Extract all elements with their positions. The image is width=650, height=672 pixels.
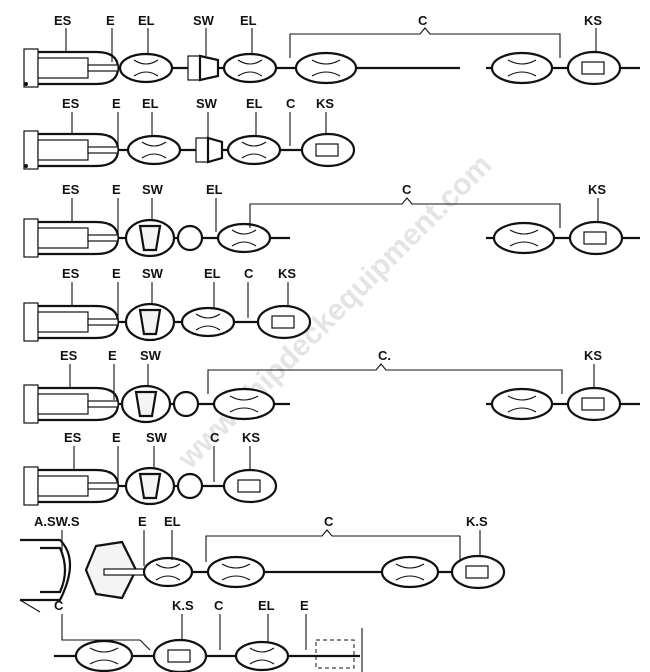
label-e: E: [112, 430, 121, 445]
label-ks: KS: [584, 348, 602, 363]
label-es: ES: [62, 96, 80, 111]
anchor-swivel-shackle: [19, 538, 138, 613]
end-shackle: [23, 384, 120, 424]
enlarged-link: [180, 306, 236, 338]
label-es: ES: [60, 348, 78, 363]
enlarged-link: [142, 556, 194, 588]
label-c: C: [54, 598, 64, 613]
label-c: C: [286, 96, 296, 111]
label-ks: KS: [584, 13, 602, 28]
label-sw: SW: [146, 430, 168, 445]
end-shackle: [23, 130, 120, 170]
label-c: C: [324, 514, 334, 529]
label-es: ES: [54, 13, 72, 28]
enlarged-link: [216, 222, 272, 254]
label-el: EL: [204, 266, 221, 281]
enlarged-link: [234, 640, 290, 672]
common-link: [74, 639, 134, 672]
label-el: EL: [138, 13, 155, 28]
enlarged-link: [222, 52, 278, 84]
label-es: ES: [62, 182, 80, 197]
chain-row-5: ES E SW C. KS: [23, 348, 640, 424]
chain-row-3: ES E SW EL C KS: [23, 182, 640, 258]
enlarged-link: [126, 134, 182, 166]
label-c: C: [210, 430, 220, 445]
label-el: EL: [206, 182, 223, 197]
chain-row-4: ES E SW EL C KS: [23, 266, 312, 342]
label-ks: KS: [316, 96, 334, 111]
common-link: [490, 387, 554, 421]
label-el: EL: [240, 13, 257, 28]
chain-row-6: ES E SW C KS: [23, 430, 278, 506]
label-ks: KS: [278, 266, 296, 281]
label-el: EL: [246, 96, 263, 111]
label-e: E: [106, 13, 115, 28]
chain-row-7: A.SW.S E EL C K.S: [19, 514, 506, 613]
label-e: E: [112, 182, 121, 197]
label-c: C.: [378, 348, 391, 363]
label-es: ES: [62, 266, 80, 281]
label-ks: K.S: [466, 514, 488, 529]
label-el: EL: [258, 598, 275, 613]
label-sw: SW: [142, 182, 164, 197]
label-ks: KS: [242, 430, 260, 445]
label-sw: SW: [193, 13, 215, 28]
chain-row-2: ES E EL SW EL C KS: [23, 96, 356, 170]
label-e: E: [138, 514, 147, 529]
label-el: EL: [164, 514, 181, 529]
label-e: E: [300, 598, 309, 613]
end-link: [87, 64, 119, 72]
enlarged-link: [226, 134, 282, 166]
end-shackle: [23, 302, 120, 342]
label-ks: K.S: [172, 598, 194, 613]
label-asws: A.SW.S: [34, 514, 80, 529]
label-e: E: [112, 266, 121, 281]
label-c: C: [244, 266, 254, 281]
label-es: ES: [64, 430, 82, 445]
common-link: [206, 555, 266, 589]
label-el: EL: [142, 96, 159, 111]
common-link: [380, 555, 440, 589]
common-link: [492, 221, 556, 255]
label-ks: KS: [588, 182, 606, 197]
common-link: [294, 51, 358, 85]
enlarged-link: [118, 52, 174, 84]
end-link: [315, 639, 355, 669]
label-sw: SW: [142, 266, 164, 281]
label-c: C: [214, 598, 224, 613]
label-c: C: [418, 13, 428, 28]
label-e: E: [108, 348, 117, 363]
label-sw: SW: [196, 96, 218, 111]
label-sw: SW: [140, 348, 162, 363]
label-c: C: [402, 182, 412, 197]
common-link: [490, 51, 554, 85]
common-link: [212, 387, 276, 421]
chain-row-8: C K.S C EL E: [54, 598, 363, 672]
chain-row-1: ES E EL SW EL C KS: [23, 13, 640, 88]
label-e: E: [112, 96, 121, 111]
